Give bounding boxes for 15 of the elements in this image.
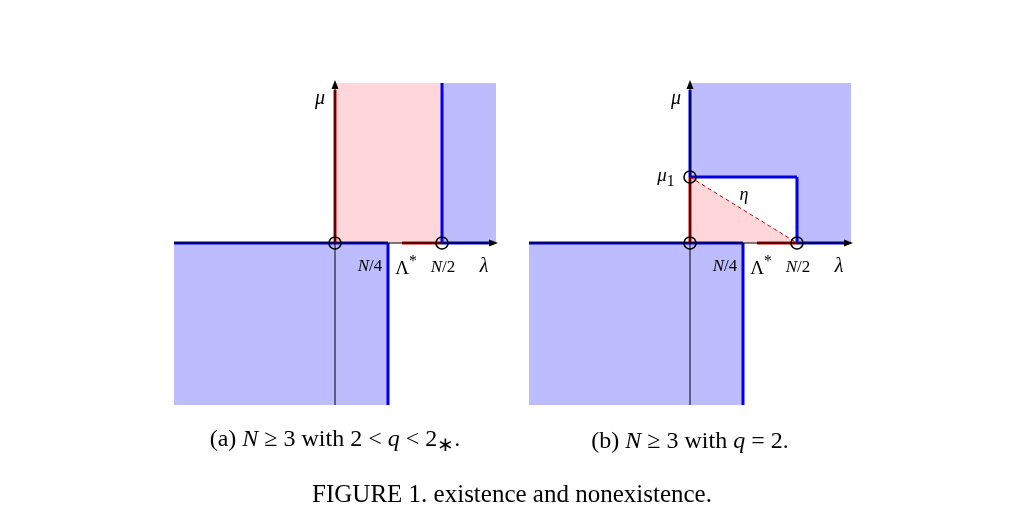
axis-label: μ <box>315 87 325 107</box>
point-label: μ$_{1}$ <box>657 165 675 189</box>
tick-label: N/4 <box>357 256 383 274</box>
tick-label: N/4 <box>712 256 738 274</box>
subfigure-caption: (b) N ≥ 3 with q = 2. <box>591 428 789 452</box>
tick-label: Λ$^{*}$ <box>750 253 772 277</box>
tick-label: N/2 <box>430 257 456 275</box>
tick-label: N/2 <box>785 257 811 275</box>
tick-label: Λ$^{*}$ <box>395 253 417 277</box>
axis-label: λ <box>834 255 844 275</box>
figure-caption: FIGURE 1. existence and nonexistence. <box>312 480 712 506</box>
curve-label: η <box>739 185 749 203</box>
axis-label: μ <box>671 87 681 107</box>
axis-label: λ <box>479 255 489 275</box>
subfigure-caption: (a) N ≥ 3 with 2 < q < 2$_{∗}$. <box>209 425 461 455</box>
